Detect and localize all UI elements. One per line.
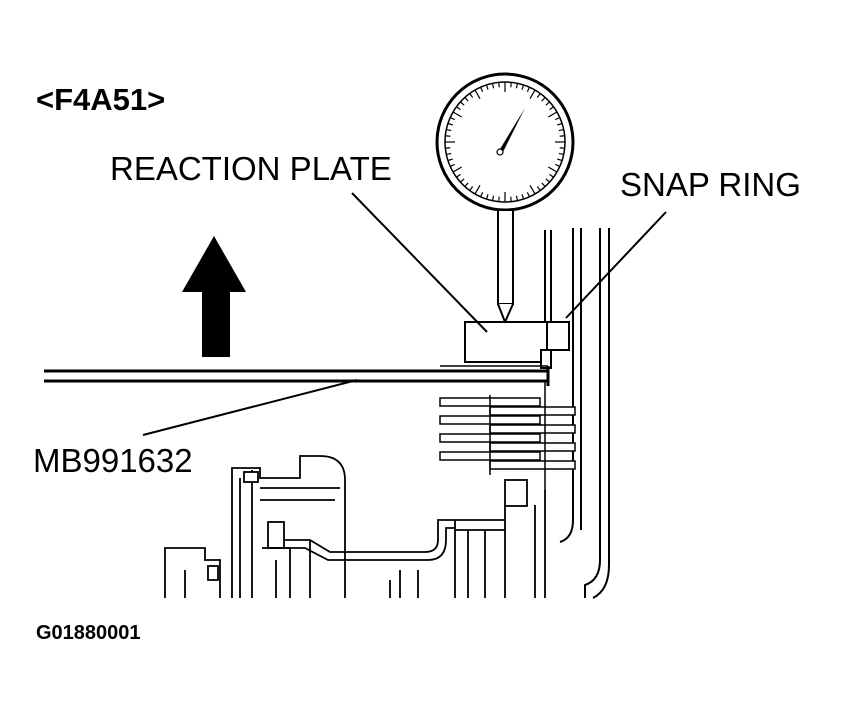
dial-tick <box>464 97 469 102</box>
dial-tick <box>447 122 453 126</box>
dial-tick <box>445 147 451 149</box>
dial-tick <box>515 195 519 201</box>
dial-tick <box>541 97 546 102</box>
dial-tick <box>521 84 525 90</box>
up-arrow-icon <box>182 236 246 357</box>
dial-tick <box>541 182 546 187</box>
dial-gauge <box>435 72 575 325</box>
dial-tick <box>447 158 453 162</box>
dial-tick <box>557 122 563 126</box>
dial-tick <box>536 186 541 191</box>
dial-tick <box>558 152 564 156</box>
reaction-plate-label: REACTION PLATE <box>110 150 392 187</box>
dial-tick <box>498 196 500 202</box>
dial-tick <box>548 166 558 173</box>
dial-tick <box>485 194 489 200</box>
dial-tick <box>559 147 565 149</box>
dial-tick <box>446 152 452 156</box>
dial-tick <box>491 195 495 201</box>
dial-tick <box>464 182 469 187</box>
dial-tick <box>555 117 561 121</box>
dial-tick <box>526 86 530 92</box>
leader-lines <box>142 192 667 436</box>
dial-tick <box>452 166 462 173</box>
dial-tick <box>491 83 495 89</box>
dial-tick <box>549 173 554 178</box>
dial-tick <box>510 82 512 88</box>
dial-tick <box>559 135 565 137</box>
dial-tick <box>498 82 500 88</box>
dial-tick <box>469 93 474 98</box>
dial-tick <box>460 101 465 106</box>
dial-tick <box>456 106 461 111</box>
dial-tick <box>557 158 563 162</box>
snap-ring-label: SNAP RING <box>620 166 801 203</box>
dial-tick <box>446 128 452 132</box>
model-code: <F4A51> <box>36 82 166 117</box>
tool-label: MB991632 <box>33 442 193 479</box>
clutch-pack <box>439 380 576 490</box>
dial-tick <box>460 178 465 183</box>
dial-tick <box>515 83 519 89</box>
dial-tick <box>545 178 550 183</box>
dial-tick <box>485 84 489 90</box>
dial-tick <box>545 101 550 106</box>
dial-tick <box>480 86 484 92</box>
dial-tick <box>445 135 451 137</box>
dial-tick <box>536 93 541 98</box>
dial-tick <box>449 163 455 167</box>
dial-tick <box>480 192 484 198</box>
dial-tick <box>529 185 536 195</box>
dial-tick <box>510 196 512 202</box>
dial-tick <box>521 194 525 200</box>
dial-tick <box>452 111 462 118</box>
dial-tick <box>549 106 554 111</box>
dial-tick <box>558 128 564 132</box>
dial-tick <box>548 111 558 118</box>
dial-tick <box>526 192 530 198</box>
figure-id: G01880001 <box>36 622 141 644</box>
dial-tick <box>449 117 455 121</box>
dial-tick <box>474 89 481 99</box>
dial-tick <box>469 186 474 191</box>
reaction-plate <box>464 321 548 363</box>
dial-tick <box>456 173 461 178</box>
dial-tick <box>529 89 536 99</box>
dial-tick <box>555 163 561 167</box>
dial-tick <box>474 185 481 195</box>
